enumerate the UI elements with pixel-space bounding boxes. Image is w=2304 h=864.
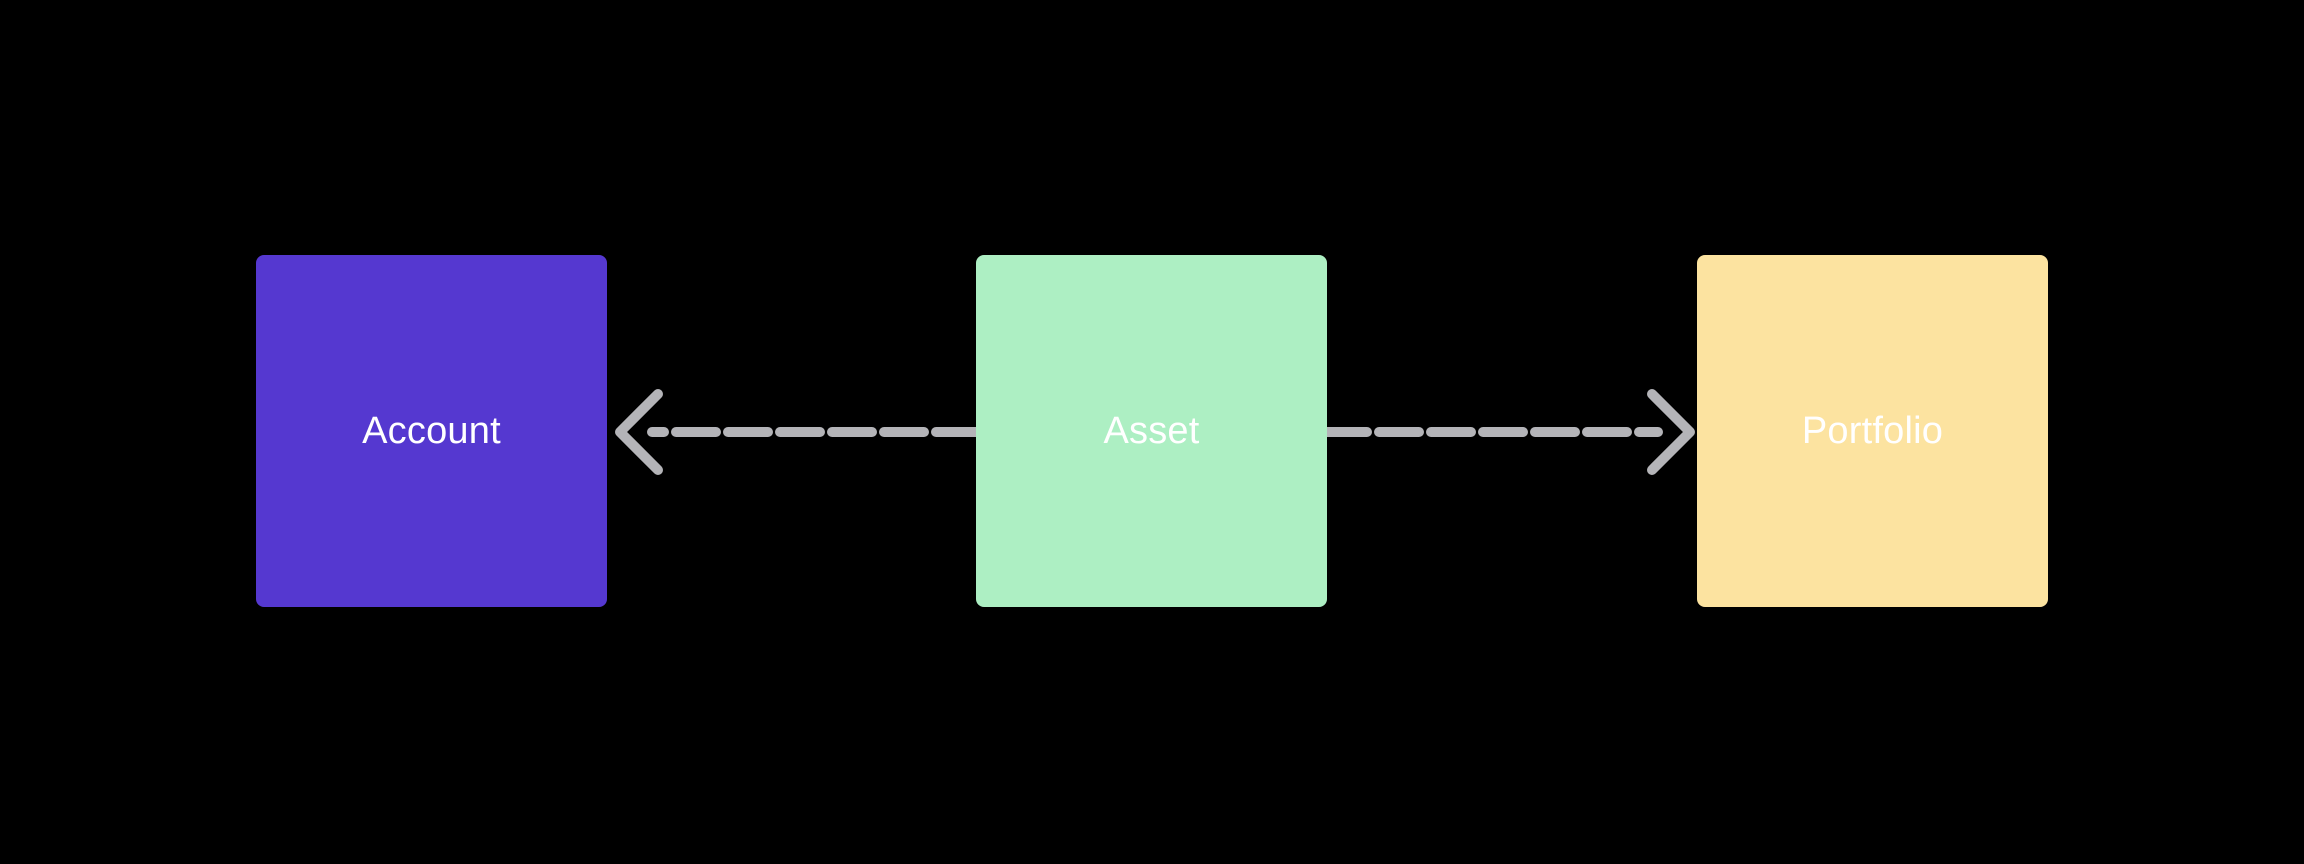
- node-asset[interactable]: Asset: [976, 255, 1327, 607]
- edge-asset-to-account-arrowhead: [615, 389, 663, 475]
- node-account[interactable]: Account: [256, 255, 607, 607]
- edge-asset-to-portfolio-arrowhead: [1647, 389, 1695, 475]
- node-account-label: Account: [362, 410, 501, 452]
- node-portfolio-label: Portfolio: [1801, 410, 1944, 452]
- node-portfolio[interactable]: Portfolio: [1697, 255, 2048, 607]
- edge-asset-to-portfolio: [1322, 389, 1695, 475]
- edge-asset-to-account: [615, 389, 981, 475]
- node-asset-label: Asset: [1103, 410, 1200, 452]
